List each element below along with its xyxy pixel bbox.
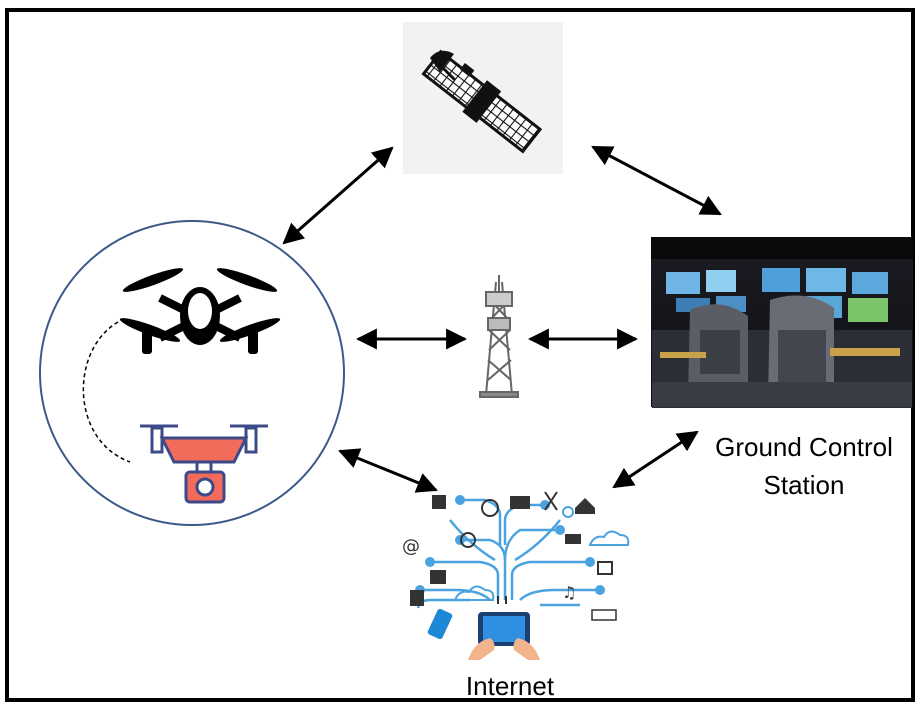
quadcopter-icon bbox=[119, 268, 281, 354]
arrow-satellite-gcs bbox=[591, 145, 722, 216]
camera-drone-icon bbox=[140, 424, 268, 504]
arrow-drones-satellite bbox=[282, 146, 394, 245]
ground-control-label-line2: Station bbox=[763, 470, 845, 500]
flight-path bbox=[82, 321, 131, 463]
iot-network-icon: @ ♫ bbox=[402, 491, 630, 660]
ground-control-label-line1: Ground Control bbox=[715, 432, 893, 462]
arrow-internet-gcs bbox=[612, 430, 699, 489]
ground-control-station-label: Ground Control Station bbox=[690, 428, 918, 504]
internet-label: Internet bbox=[465, 671, 555, 701]
link-arrows bbox=[282, 145, 722, 493]
svg-text:♫: ♫ bbox=[562, 583, 576, 602]
svg-text:@: @ bbox=[402, 536, 420, 557]
cell-tower-icon bbox=[479, 275, 519, 398]
satellite-icon bbox=[403, 22, 563, 174]
drones-group bbox=[39, 220, 345, 526]
arrow-drones-internet bbox=[338, 448, 438, 493]
ground-control-station-photo bbox=[651, 237, 913, 408]
drones-circle bbox=[39, 220, 345, 526]
